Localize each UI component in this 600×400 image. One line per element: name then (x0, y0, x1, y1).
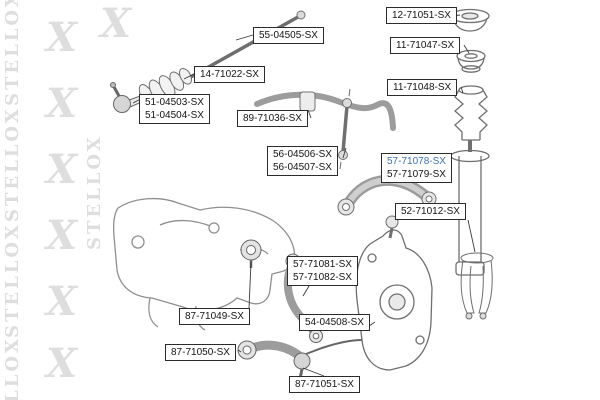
part-label-11-71048-sx: 11-71048-SX (387, 79, 458, 96)
part-label-52-71012-sx: 52-71012-SX (395, 203, 466, 220)
part-number: 57-71082-SX (293, 272, 352, 283)
part-number: 51-04503-SX (145, 97, 204, 108)
part-label-56-04506-sx: 56-04506-SX 56-04507-SX (267, 146, 338, 176)
front-lower-arm-drawing (237, 340, 307, 363)
part-number: 87-71050-SX (171, 347, 230, 358)
part-number: 57-71081-SX (293, 259, 352, 270)
part-number: 11-71047-SX (396, 40, 455, 51)
part-number: 87-71051-SX (295, 379, 354, 390)
part-label-89-71036-sx: 89-71036-SX (237, 110, 308, 127)
part-label-12-71051-sx: 12-71051-SX (386, 7, 457, 24)
part-label-54-04508-sx: 54-04508-SX (299, 314, 370, 331)
part-label-87-71050-sx: 87-71050-SX (165, 344, 236, 361)
steering-knuckle-drawing (355, 229, 433, 371)
part-number: 14-71022-SX (200, 69, 259, 80)
part-label-11-71047-sx: 11-71047-SX (390, 37, 461, 54)
strut-fork-drawing (460, 252, 494, 320)
part-number: 55-04505-SX (259, 30, 318, 41)
part-label-57-71081-sx: 57-71081-SX 57-71082-SX (287, 256, 358, 286)
part-label-51-04503-sx: 51-04503-SX 51-04504-SX (139, 94, 210, 124)
part-number: 11-71048-SX (393, 82, 452, 93)
part-label-87-71051-sx: 87-71051-SX (289, 376, 360, 393)
part-label-57-71078-sx: 57-71078-SX 57-71079-SX (381, 153, 452, 183)
part-number-highlighted[interactable]: 57-71078-SX (387, 156, 446, 167)
upper-control-arm-drawing (337, 174, 437, 239)
part-number: 12-71051-SX (392, 10, 451, 21)
part-label-87-71049-sx: 87-71049-SX (179, 308, 250, 325)
part-number: 56-04507-SX (273, 162, 332, 173)
part-label-55-04505-sx: 55-04505-SX (253, 27, 324, 44)
part-number: 89-71036-SX (243, 113, 302, 124)
part-number: 54-04508-SX (305, 317, 364, 328)
part-number: 52-71012-SX (401, 206, 460, 217)
stabilizer-bar-drawing (254, 91, 396, 131)
part-number: 56-04506-SX (273, 149, 332, 160)
part-number: 51-04504-SX (145, 110, 204, 121)
subframe-bushing-drawing (240, 239, 262, 268)
part-number: 87-71049-SX (185, 311, 244, 322)
stabilizer-link-drawing (338, 88, 352, 170)
part-number: 57-71079-SX (387, 169, 446, 180)
part-label-14-71022-sx: 14-71022-SX (194, 66, 265, 83)
